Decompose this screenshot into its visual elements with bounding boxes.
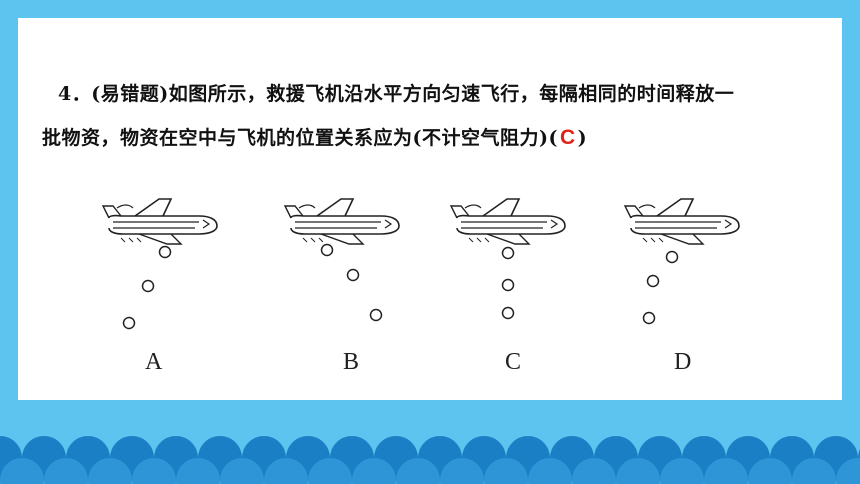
option-b-label: B [343,349,359,371]
option-c-label: C [505,349,521,371]
plane-icon [624,198,740,245]
answer-letter: C [559,126,576,149]
question-separator: ． [71,83,92,105]
option-a-label: A [145,349,163,371]
wave-decoration [0,400,860,484]
figure-svg: A B C [102,198,740,371]
question-text: 4．(易错题)如图所示，救援飞机沿水平方向匀速飞行，每隔相同的时间释放一 批物资… [42,72,802,160]
wave-scallop [616,458,660,484]
supply-dot [141,279,155,293]
wave-scallop [220,458,264,484]
supply-dot [501,306,515,320]
supply-dot [122,316,136,330]
wave-scallop [440,458,484,484]
wave-scallop [836,458,860,484]
wave-scallop [484,458,528,484]
wave-scallop [572,458,616,484]
option-a-panel: A [102,198,218,371]
wave-scallop [792,458,836,484]
option-d-label: D [674,349,691,371]
plane-icon [450,198,566,245]
supply-dot [346,268,360,282]
option-b-panel: B [284,198,400,371]
wave-scallop [748,458,792,484]
wave-scallop [132,458,176,484]
question-closing: ) [577,127,588,149]
wave-scallop [176,458,220,484]
supply-dot [501,246,515,260]
wave-scallop [528,458,572,484]
question-tag: (易错题) [91,83,169,105]
wave-scallop [88,458,132,484]
figure-panels: A B C [91,193,755,371]
wave-scallop [396,458,440,484]
option-d-panel: D [624,198,740,371]
wave-scallop [704,458,748,484]
wave-scallop [308,458,352,484]
wave-scallop [264,458,308,484]
plane-icon [102,198,218,245]
supply-dot [158,245,172,259]
supply-dot [320,243,334,257]
supply-dot [642,311,656,325]
question-line1: 如图所示，救援飞机沿水平方向匀速飞行，每隔相同的时间释放一 [168,83,735,105]
question-line2: 批物资，物资在空中与飞机的位置关系应为(不计空气阻力)( [42,127,558,149]
supply-dot [501,278,515,292]
wave-scallop [352,458,396,484]
supply-dot [665,250,679,264]
wave-scallop [660,458,704,484]
question-number: 4 [58,83,72,105]
wave-scallop [44,458,88,484]
option-c-panel: C [450,198,566,371]
supply-dot [646,274,660,288]
wave-scallop [0,458,44,484]
plane-icon [284,198,400,245]
supply-dot [369,308,383,322]
